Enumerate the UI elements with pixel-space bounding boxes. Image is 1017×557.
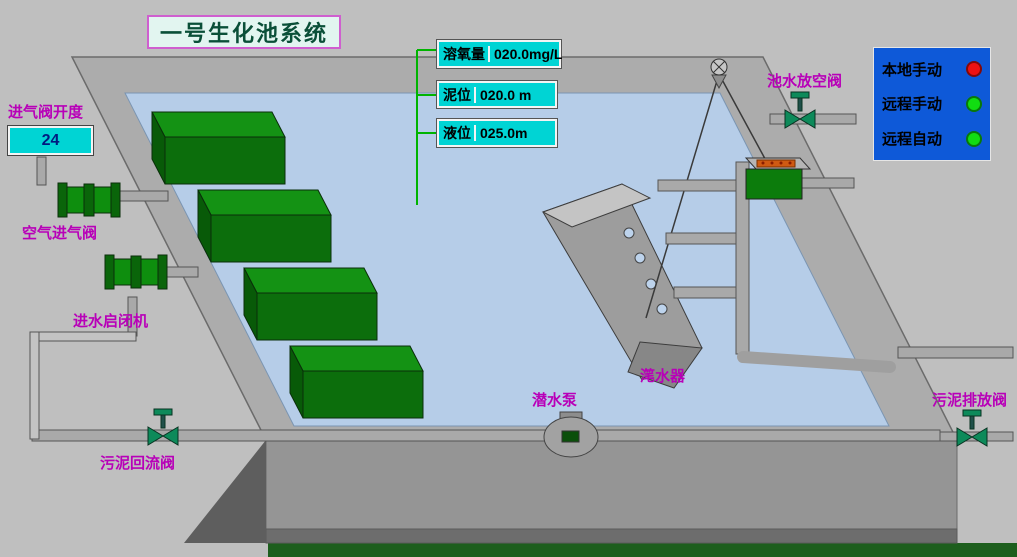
decanter-hole-1 [623, 227, 635, 239]
pipe-discharge-diagonal [737, 351, 896, 373]
hoist-box-front [745, 168, 803, 200]
mode-row-remote-manual: 远程手动 [882, 93, 982, 114]
mode-label-remote-manual: 远程手动 [882, 96, 943, 114]
aeration-blocks [151, 111, 424, 419]
decanter[interactable] [541, 183, 703, 389]
ground-strip [268, 543, 1017, 557]
inlet-gate-valve[interactable] [104, 254, 168, 290]
dissolved-oxygen-value: 020.0mg/L [488, 46, 562, 62]
valve-stem [160, 414, 166, 429]
sensor-link-lines [416, 49, 437, 205]
mode-panel: 本地手动 远程手动 远程自动 [873, 47, 991, 161]
label-decanter: 滗水器 [640, 368, 686, 385]
page-title: 一号生化池系统 [147, 15, 341, 49]
mud-level-value: 020.0 m [474, 86, 531, 103]
label-drain-valve: 池水放空阀 [767, 73, 843, 90]
aeration-block-2 [197, 189, 332, 263]
pipe-from-opening-box [36, 156, 47, 186]
valve-handle[interactable] [962, 409, 982, 417]
label-inlet-opening: 进气阀开度 [8, 104, 84, 121]
aeration-block-4 [289, 345, 424, 419]
pump-slot [561, 430, 580, 443]
hoist-box-vent [756, 159, 796, 168]
mode-label-local-manual: 本地手动 [882, 61, 943, 79]
mode-label-remote-auto: 远程自动 [882, 131, 943, 149]
inlet-opening-value: 24 [41, 131, 60, 149]
valve-stem [797, 97, 803, 112]
pipe-decanter-branch-3 [673, 286, 741, 299]
pipe-right-outlet [897, 346, 1014, 359]
label-sludge-discharge-valve: 污泥排放阀 [932, 392, 1008, 409]
pool-front-wall [265, 439, 958, 530]
pipe-decanter-branch-1 [657, 179, 741, 192]
label-inlet-gate: 进水启闭机 [73, 313, 149, 330]
drain-valve[interactable] [784, 91, 816, 129]
decanter-hole-2 [634, 252, 646, 264]
remote-manual-indicator[interactable] [966, 95, 982, 112]
liquid-level-value: 025.0m [474, 125, 527, 141]
mud-level-display[interactable]: 泥位 020.0 m [437, 81, 557, 108]
pipe-decanter-branch-2 [665, 232, 741, 245]
liquid-level-label: 液位 [443, 125, 471, 141]
remote-auto-indicator[interactable] [966, 130, 982, 147]
label-sludge-return-valve: 污泥回流阀 [100, 455, 176, 472]
decanter-top-face [541, 183, 652, 228]
hoist-assembly [645, 58, 771, 319]
air-inlet-valve[interactable] [57, 182, 121, 218]
sludge-discharge-valve[interactable] [956, 409, 988, 447]
label-pump: 潜水泵 [532, 392, 578, 409]
pipe-hoist-right [801, 177, 855, 189]
aeration-block-1 [151, 111, 286, 185]
valve-handle[interactable] [790, 91, 810, 99]
dissolved-oxygen-display[interactable]: 溶氧量 020.0mg/L [437, 40, 562, 68]
decanter-hole-4 [656, 303, 668, 315]
hoist-cable-to-decanter [645, 73, 720, 319]
hoist-cable-to-winch [718, 73, 771, 169]
pool-front-wall-base [265, 528, 958, 544]
valve-handle[interactable] [153, 408, 173, 416]
aeration-block-3 [243, 267, 378, 341]
submersible-pump[interactable] [543, 411, 599, 458]
hoist-control-box[interactable] [744, 157, 812, 200]
dissolved-oxygen-label: 溶氧量 [443, 46, 485, 62]
pipes [29, 113, 1014, 442]
liquid-level-display[interactable]: 液位 025.0m [437, 119, 557, 147]
pool-left-wall-cap [184, 440, 266, 543]
label-air-inlet-valve: 空气进气阀 [22, 225, 98, 242]
pipe-air-inlet-right [117, 190, 169, 202]
pipe-thin-vertical [29, 331, 40, 440]
pipe-thin-horizontal [29, 331, 137, 342]
valve-stem [969, 415, 975, 430]
inlet-opening-display[interactable]: 24 [8, 126, 93, 155]
local-manual-indicator[interactable] [966, 61, 982, 78]
mode-row-remote-auto: 远程自动 [882, 128, 982, 149]
decanter-spout [627, 341, 703, 389]
mud-level-label: 泥位 [443, 86, 471, 103]
mode-row-local-manual: 本地手动 [882, 59, 982, 80]
sludge-return-valve[interactable] [147, 408, 179, 446]
